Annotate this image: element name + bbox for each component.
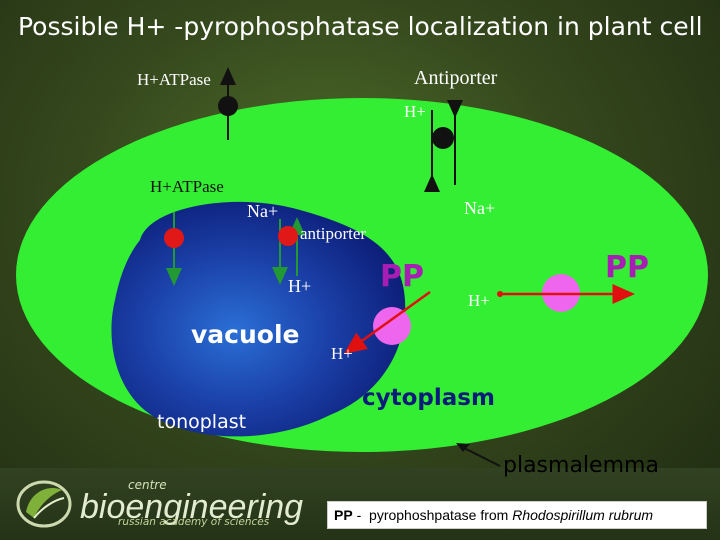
caption-species: Rhodospirillum rubrum xyxy=(512,507,654,523)
inner-antiporter-label: antiporter xyxy=(300,224,367,243)
outer-antiporter-label: Antiporter xyxy=(414,67,498,89)
pp-caption-box: PP - pyrophoshpatase from Rhodospirillum… xyxy=(327,501,707,529)
outer-atpase-label: H+ATPase xyxy=(137,70,211,89)
inner-h-label: H+ xyxy=(288,276,312,296)
tonoplast-atpase-pump xyxy=(164,212,184,286)
vacuole-shape xyxy=(111,201,406,437)
inner-atpase-label: H+ATPase xyxy=(150,177,224,196)
tonoplast-pp-label: PP xyxy=(380,259,424,294)
tonoplast-antiporter-pump xyxy=(272,217,305,285)
plasma-pp-label: PP xyxy=(605,250,649,285)
plasmalemma-pointer-head xyxy=(456,443,470,452)
logo-subtitle-text: russian academy of sciences xyxy=(118,516,270,528)
plasma-antiporter-pump xyxy=(424,100,463,192)
caption-text: pyrophoshpatase from xyxy=(369,507,513,523)
slide-title: Possible H+ -pyrophosphatase localizatio… xyxy=(18,12,703,41)
vacuole-label: vacuole xyxy=(191,320,300,349)
logo-small-text: centre xyxy=(128,478,167,492)
cytoplasm-label: cytoplasm xyxy=(362,385,495,411)
plasma-h-label: H+ xyxy=(468,291,490,310)
caption-pp: PP xyxy=(334,507,353,523)
inner-na-left-label: Na+ xyxy=(247,201,279,221)
tonoplast-pp-pump xyxy=(343,290,431,354)
plasmalemma-label: plasmalemma xyxy=(503,453,659,478)
tonoplast-label: tonoplast xyxy=(157,411,247,433)
bioengineering-logo-icon xyxy=(16,480,72,528)
plasma-atpase-pump xyxy=(218,67,238,140)
inner-na-right-label: Na+ xyxy=(464,198,496,218)
plasma-pp-pump xyxy=(497,274,635,312)
outer-h-label: H+ xyxy=(404,102,426,121)
plasmalemma-pointer xyxy=(461,446,501,467)
caption-separator: - xyxy=(352,507,370,523)
tonoplast-h-label: H+ xyxy=(331,344,353,363)
logo-main-text: bioengineering xyxy=(80,488,304,526)
